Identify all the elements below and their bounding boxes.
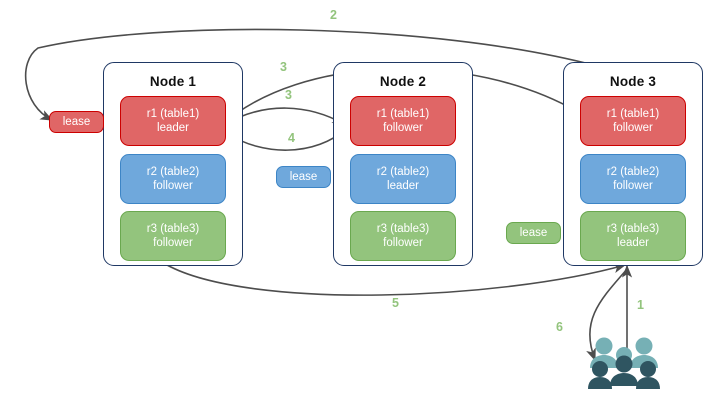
edge-label-3a: 3 bbox=[280, 60, 287, 74]
node-3-replica-r1[interactable]: r1 (table1) follower bbox=[580, 96, 686, 146]
node-3-replica-r2[interactable]: r2 (table2) follower bbox=[580, 154, 686, 204]
replica-role: follower bbox=[383, 237, 423, 249]
replica-role: leader bbox=[157, 122, 189, 134]
replica-name: r1 (table1) bbox=[376, 108, 430, 120]
replica-name: r3 (table3) bbox=[376, 223, 430, 235]
node-1-replica-r3[interactable]: r3 (table3) follower bbox=[120, 211, 226, 261]
replica-name: r2 (table2) bbox=[146, 166, 200, 178]
replica-role: leader bbox=[387, 180, 419, 192]
users-group-icon bbox=[586, 336, 662, 390]
edge-label-5: 5 bbox=[392, 296, 399, 310]
node-1-replica-r2[interactable]: r2 (table2) follower bbox=[120, 154, 226, 204]
replica-role: follower bbox=[613, 122, 653, 134]
node-3-replica-r3[interactable]: r3 (table3) leader bbox=[580, 211, 686, 261]
replica-name: r2 (table2) bbox=[606, 166, 660, 178]
edge-label-1: 1 bbox=[637, 298, 644, 312]
replica-name: r1 (table1) bbox=[606, 108, 660, 120]
node-1-title: Node 1 bbox=[149, 74, 197, 89]
node-2-replica-r1[interactable]: r1 (table1) follower bbox=[350, 96, 456, 146]
node-2-replica-r2[interactable]: r2 (table2) leader bbox=[350, 154, 456, 204]
node-1-replica-r1[interactable]: r1 (table1) leader bbox=[120, 96, 226, 146]
node-2-replica-r3[interactable]: r3 (table3) follower bbox=[350, 211, 456, 261]
replica-name: r1 (table1) bbox=[146, 108, 200, 120]
replica-name: r3 (table3) bbox=[146, 223, 200, 235]
replica-name: r3 (table3) bbox=[606, 223, 660, 235]
replica-role: follower bbox=[383, 122, 423, 134]
replica-role: follower bbox=[153, 237, 193, 249]
edge-label-6: 6 bbox=[556, 320, 563, 334]
lease-badge-r1[interactable]: lease bbox=[49, 111, 104, 133]
lease-badge-r2[interactable]: lease bbox=[276, 166, 331, 188]
edge-label-2: 2 bbox=[330, 8, 337, 22]
edge-5-path bbox=[166, 263, 627, 296]
replica-role: follower bbox=[613, 180, 653, 192]
lease-badge-r3[interactable]: lease bbox=[506, 222, 561, 244]
edge-label-4: 4 bbox=[288, 131, 295, 145]
replica-role: leader bbox=[617, 237, 649, 249]
replica-name: r2 (table2) bbox=[376, 166, 430, 178]
replica-role: follower bbox=[153, 180, 193, 192]
edge-label-3b: 3 bbox=[285, 88, 292, 102]
node-2-title: Node 2 bbox=[379, 74, 427, 89]
node-3-title: Node 3 bbox=[609, 74, 657, 89]
